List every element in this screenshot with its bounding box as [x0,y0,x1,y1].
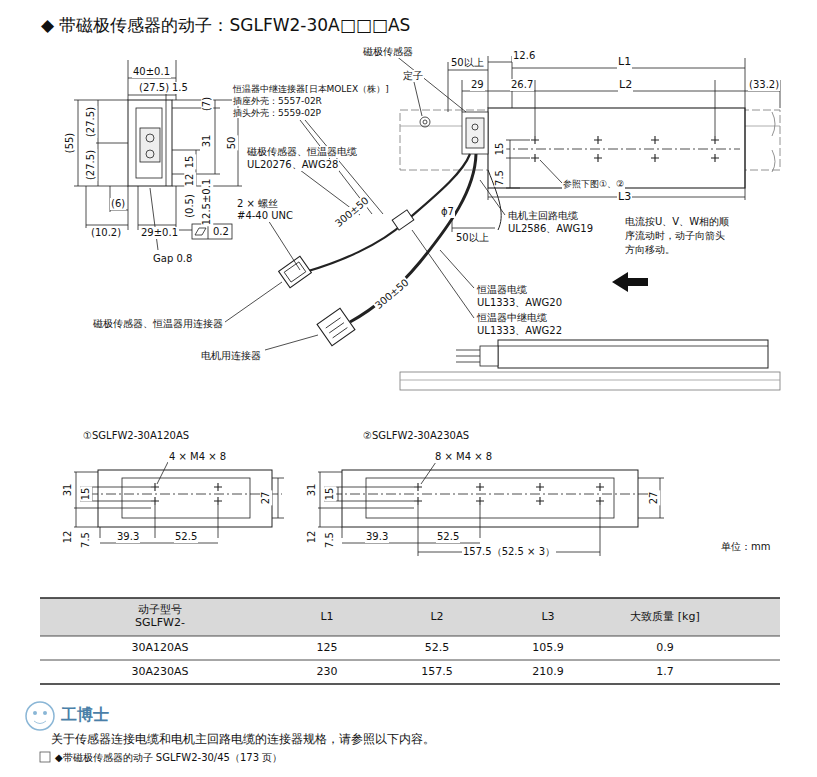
page-title: ◆ 带磁极传感器的动子：SGLFW2-30A□□□AS [40,16,411,36]
annotation-label: (33.2) [748,79,780,91]
table-cell: L2 [416,611,458,624]
annotation-label: 电机用连接器 [200,350,262,362]
annotation-label: 恒温器中继连接器[日本MOLEX（株）] [232,84,390,94]
annotation-label: 电流按U、V、W相的顺 [624,216,730,228]
annotation-label: 27 [260,491,272,506]
annotation-label: 序流动时，动子向箭头 [624,230,726,242]
annotation-label: 31 [62,483,74,498]
annotation-label: ①SGLFW2-30A120AS [82,430,190,442]
footnote: 关于传感器连接电缆和电机主回路电缆的连接器规格，请参照以下内容。 [50,733,436,747]
annotation-label: 7.5 [324,531,336,549]
annotation-label: 29±0.1 [140,227,179,239]
annotation-label: #4-40 UNC [236,210,294,222]
annotation-label: 8 × M4 × 8 [434,451,493,463]
annotation-label: (27.5) [138,82,170,94]
annotation-label: (0.5) [184,193,196,219]
annotation-label: ②SGLFW2-30A230AS [362,430,470,442]
annotation-label: Gap 0.8 [152,253,193,265]
annotation-label: 4 × M4 × 8 [168,451,227,463]
table-cell: L1 [306,611,348,624]
table-cell: 125 [296,642,358,655]
table-cell: 30A120AS [114,642,206,655]
annotation-label: 方向移动。 [624,244,676,256]
annotation-label: 39.3 [116,531,140,543]
annotation-label: 15 [324,487,336,502]
annotation-label: 50以上 [455,232,490,244]
annotation-label: 15 [184,155,196,170]
table-cell: L3 [527,611,569,624]
table-cell: 52.5 [406,642,468,655]
annotation-label: (6) [110,198,126,210]
annotation-label: 12 [184,173,196,188]
annotation-label: (55) [64,132,76,155]
annotation-label: 1.5 [171,82,189,94]
annotation-label: UL1333、AWG22 [476,325,563,337]
annotation-label: 27 [648,491,660,506]
annotation-label: 39.3 [365,531,389,543]
annotation-label: 恒温器电缆 [476,284,528,296]
table-cell: 210.9 [517,666,579,679]
annotation-label: L2 [618,79,633,92]
annotation-label: 磁极传感器 [362,46,414,58]
annotation-label: 7.5 [494,169,506,187]
annotation-label: 26.7 [510,79,534,91]
annotation-label: 0.2 [212,226,230,238]
annotation-label: 300±50 [372,276,412,312]
annotation-label: (27.5) [85,106,97,138]
table-cell: 动子型号 SGLFW2- [119,604,201,629]
annotation-label: 157.5（52.5 × 3） [462,546,556,558]
table-cell: 105.9 [517,642,579,655]
annotation-label: 磁极传感器、恒温器用连接器 [92,318,224,330]
annotation-label: ϕ7 [440,206,455,218]
annotation-label: 电机主回路电缆 [507,210,579,222]
annotation-label: 插头外壳：5559-02P [232,108,322,118]
annotation-label: (7) [201,96,213,112]
annotation-label: 定子 [402,70,424,82]
table-cell: 30A230AS [114,666,206,679]
watermark: 工博士 [60,706,110,724]
annotation-label: 40±0.1 [132,66,171,78]
annotation-label: L1 [617,56,632,69]
table-cell: 1.7 [634,666,696,679]
annotation-label: 12.6 [512,50,536,62]
annotation-label: 参照下图①、② [562,179,625,189]
annotation-label: 15 [80,487,92,502]
annotation-label: 31 [306,483,318,498]
annotation-label: 恒温器中继电缆 [476,312,548,324]
annotation-label: 12 [306,530,318,545]
table-cell: 157.5 [406,666,468,679]
annotation-label: 2 × 螺丝 [236,198,279,210]
annotation-label: 单位：mm [720,541,771,553]
annotation-label: 7.5 [80,531,92,549]
table-cell: 0.9 [634,642,696,655]
annotation-label: L3 [617,191,632,204]
annotation-label: UL1333、AWG20 [476,297,563,309]
annotation-label: 磁极传感器、恒温器电缆 [246,146,358,158]
annotation-label: 12 [62,530,74,545]
annotation-label: 插座外壳：5557-02R [232,96,323,106]
annotation-label: 52.5 [174,531,198,543]
annotation-label: 31 [201,134,213,149]
annotation-label: UL20276、AWG28 [246,159,339,171]
annotation-label: 50 [226,136,238,151]
annotation-label: 15 [494,142,506,157]
annotation-label: 12.5±0.1 [201,178,213,227]
table-cell: 230 [296,666,358,679]
annotation-label: 29 [470,79,485,91]
footnote: ◆带磁极传感器的动子 SGLFW2-30/45（173 页） [54,752,283,764]
annotation-label: (10.2) [90,227,122,239]
annotation-label: UL2586、AWG19 [507,223,594,235]
annotation-label: (27.5) [85,149,97,181]
annotation-label: 300±50 [332,194,372,230]
table-cell: 大致质量 [kg] [629,611,701,624]
annotation-label: 52.5 [436,531,460,543]
annotation-label: 50以上 [450,57,485,69]
